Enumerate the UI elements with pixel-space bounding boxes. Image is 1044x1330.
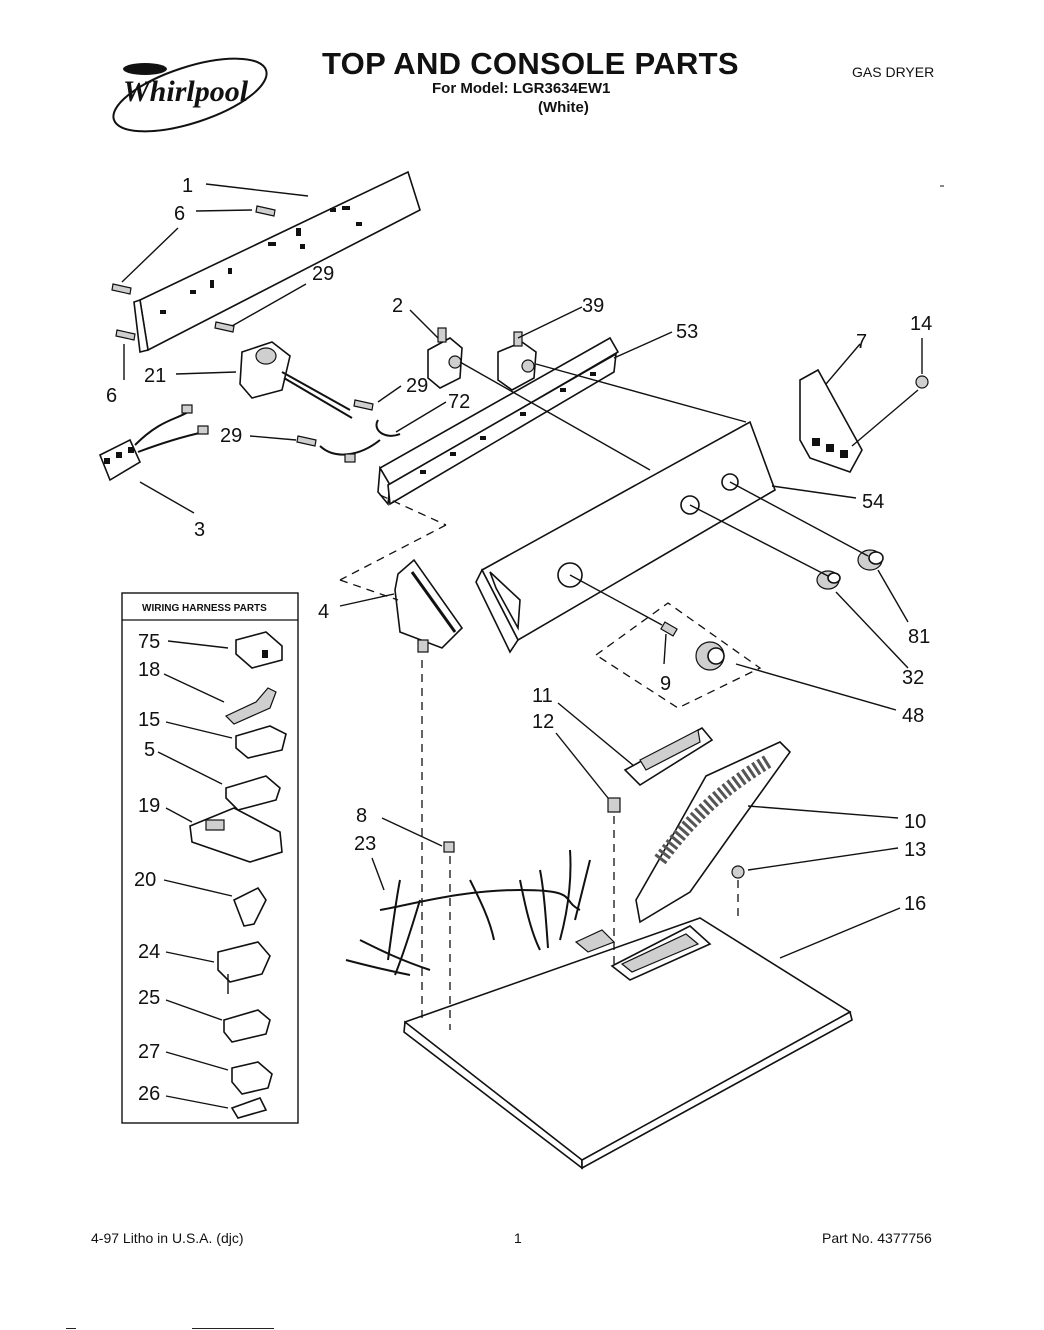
part-screw-6: [111, 205, 276, 341]
callout-53: 53: [676, 321, 698, 343]
product-type: GAS DRYER: [852, 64, 935, 80]
part-screw-13: [731, 865, 745, 879]
callout-29c: 29: [220, 425, 242, 447]
callout-11: 11: [532, 685, 553, 707]
part-screw-14: [915, 375, 929, 389]
part-knob-32: [816, 570, 841, 590]
part-console-54: [475, 420, 776, 654]
part-knob-81: [857, 549, 884, 571]
footer-litho: 4-97 Litho in U.S.A. (djc): [91, 1230, 244, 1246]
callout-5: 5: [144, 739, 155, 761]
harness-part-5: [225, 775, 281, 811]
part-knob-48: [695, 641, 725, 671]
footer-part-number: Part No. 4377756: [822, 1230, 932, 1246]
callout-29: 29: [312, 263, 334, 285]
part-wire-72: [319, 419, 401, 463]
callout-10: 10: [904, 811, 926, 833]
page-title: TOP AND CONSOLE PARTS: [322, 46, 739, 81]
callout-2: 2: [392, 295, 403, 317]
callout-25: 25: [138, 987, 160, 1009]
harness-part-19: [189, 807, 283, 863]
callout-48: 48: [902, 705, 924, 727]
harness-part-20: [232, 886, 267, 927]
part-clip-8: [443, 841, 455, 853]
callout-8: 8: [356, 805, 367, 827]
logo-wordmark: Whirlpool: [123, 75, 249, 108]
part-screw-29: [296, 399, 374, 447]
callout-6: 6: [174, 203, 185, 225]
callout-81: 81: [908, 626, 930, 648]
harness-part-75: [235, 631, 283, 669]
part-connector-3: [98, 404, 209, 482]
part-clip-9: [660, 621, 678, 637]
part-endcap-4: [394, 558, 464, 653]
harness-part-18: [224, 687, 277, 725]
harness-part-25: [223, 1009, 271, 1043]
callout-4: 4: [318, 601, 329, 623]
callout-3: 3: [194, 519, 205, 541]
callout-24: 24: [138, 941, 160, 963]
callout-15: 15: [138, 709, 160, 731]
callout-23: 23: [354, 833, 376, 855]
callout-12: 12: [532, 711, 554, 733]
callout-20: 20: [134, 869, 156, 891]
callout-26: 26: [138, 1083, 160, 1105]
callout-54: 54: [862, 491, 884, 513]
footer-page-number: 1: [514, 1230, 522, 1246]
callout-14: 14: [910, 313, 932, 335]
harness-part-27: [231, 1061, 273, 1095]
callout-72: 72: [448, 391, 470, 413]
callout-6b: 6: [106, 385, 117, 407]
whirlpool-logo: Whirlpool: [112, 57, 268, 133]
part-switch-2: [427, 327, 463, 389]
part-top-16: [403, 917, 853, 1170]
callout-27: 27: [138, 1041, 160, 1063]
harness-box-title: WIRING HARNESS PARTS: [142, 603, 267, 614]
color-line: (White): [538, 99, 589, 116]
assembly-lines: [339, 361, 919, 1030]
part-harness-23: [345, 849, 591, 976]
callout-1: 1: [182, 175, 193, 197]
part-clip-12: [607, 797, 621, 813]
callout-16: 16: [904, 893, 926, 915]
callout-39: 39: [582, 295, 604, 317]
part-bracket-53: [377, 336, 620, 506]
callout-13: 13: [904, 839, 926, 861]
callout-19: 19: [138, 795, 160, 817]
harness-part-24: [217, 941, 271, 994]
callout-29b: 29: [406, 375, 428, 397]
callout-9: 9: [660, 673, 671, 695]
callout-labels: 1 6 29 21 6 29 72 29 3 2 39 53 7 14 54 4…: [106, 175, 932, 1105]
part-rear-panel: [133, 170, 421, 353]
callout-18: 18: [138, 659, 160, 681]
part-lint-screen-11: [623, 726, 714, 787]
callout-7: 7: [856, 331, 867, 353]
footer-rule: [192, 1328, 274, 1329]
harness-part-15: [235, 725, 287, 759]
footer-rule: [66, 1328, 76, 1329]
callout-21: 21: [144, 365, 166, 387]
callout-75: 75: [138, 631, 160, 653]
leader-lines: [121, 183, 923, 959]
part-endcap-7: [799, 368, 863, 473]
wiring-harness-box: WIRING HARNESS PARTS: [121, 592, 299, 1124]
part-switch-21: [239, 341, 353, 419]
model-line: For Model: LGR3634EW1: [432, 80, 611, 97]
part-switch-39: [497, 331, 537, 391]
callout-32: 32: [902, 667, 924, 689]
part-grille-10: [635, 741, 792, 924]
harness-part-26: [230, 1097, 268, 1119]
